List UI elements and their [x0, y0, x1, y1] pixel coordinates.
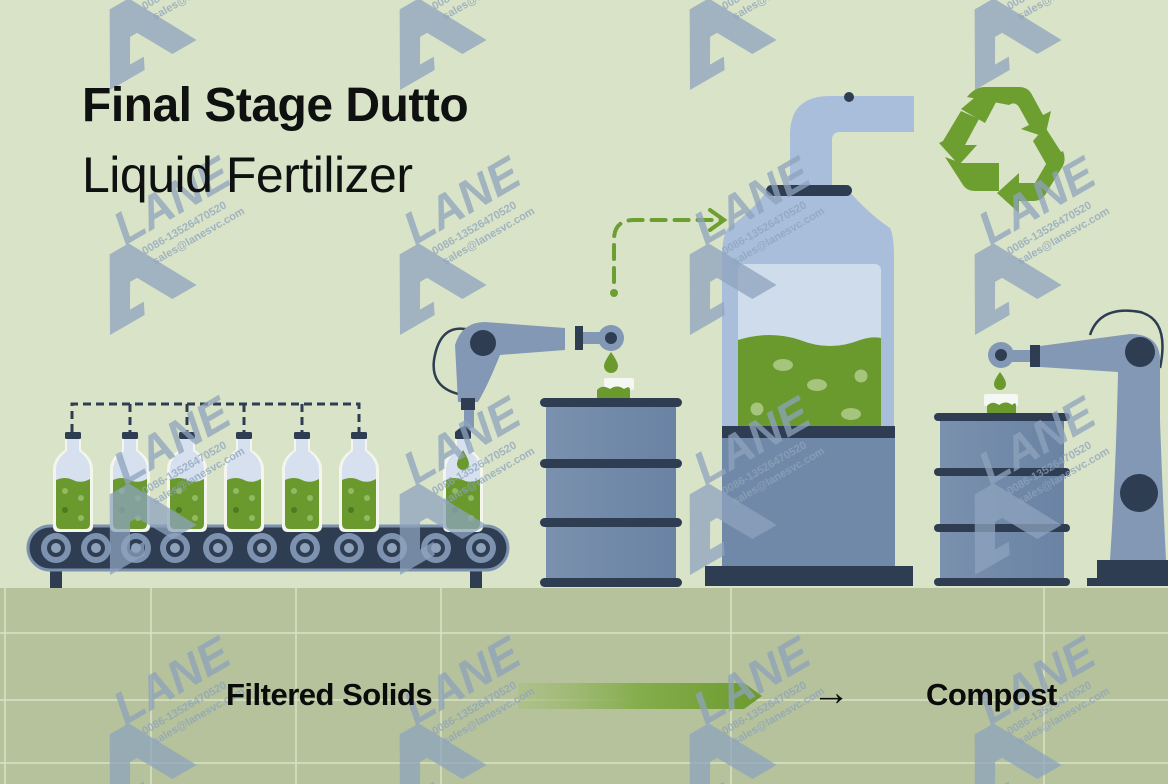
drum-icon	[540, 378, 682, 587]
robot-arm-icon	[988, 309, 1168, 586]
conveyor-icon	[26, 524, 510, 588]
page-subtitle: Liquid Fertilizer	[82, 147, 413, 203]
page-title: Final Stage Dutto	[82, 79, 469, 132]
arrow-right-icon: →	[812, 672, 850, 714]
flow-source-label: Filtered Solids	[226, 677, 433, 712]
flow-target-label: Compost	[926, 677, 1057, 712]
robot-arm-icon	[432, 322, 624, 438]
